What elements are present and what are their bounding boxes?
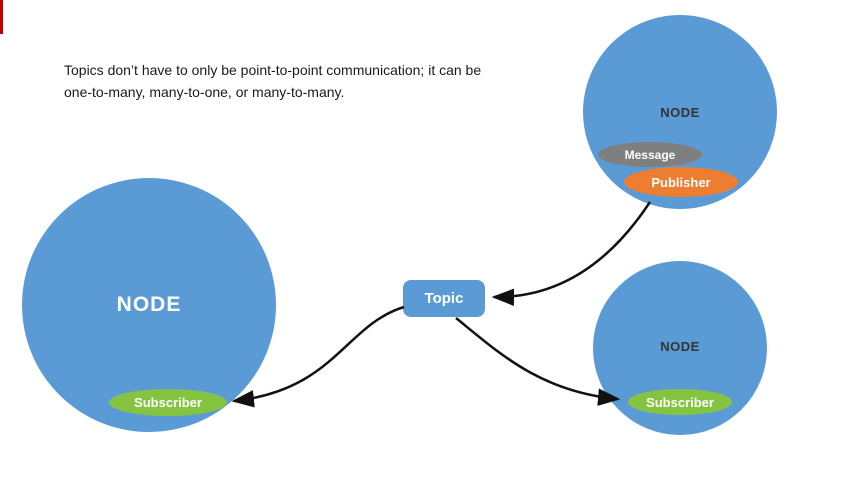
node-circle-bottom-right: NODE Subscriber xyxy=(593,261,767,435)
subscriber-pill-bottom-right: Subscriber xyxy=(628,389,732,415)
subscriber-pill-left: Subscriber xyxy=(109,389,227,416)
caption-text: Topics don’t have to only be point-to-po… xyxy=(64,62,482,100)
message-pill: Message xyxy=(598,142,702,167)
topic-box: Topic xyxy=(403,280,485,317)
node-label: NODE xyxy=(660,339,700,354)
node-label: NODE xyxy=(116,293,182,316)
red-accent-bar xyxy=(0,0,3,34)
publisher-pill: Publisher xyxy=(624,167,738,197)
node-label: NODE xyxy=(660,105,700,120)
node-circle-top-right: NODE Message Publisher xyxy=(583,15,777,209)
